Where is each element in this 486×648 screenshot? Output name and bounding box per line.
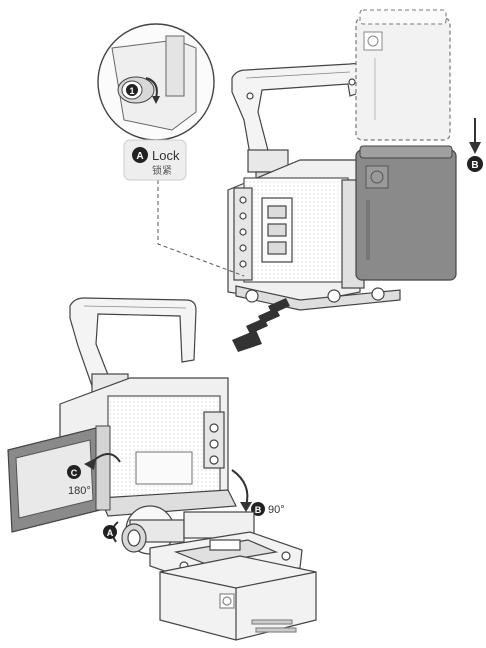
rotate-arrow-icon [231,469,252,512]
callout-a-bottom: A [103,525,117,539]
bottom-top-handle [69,297,197,387]
battery-ghost [355,9,451,141]
callout-b-bottom: B 90° [251,502,285,516]
down-arrow-icon [469,118,481,154]
lower-mount-assembly [111,505,255,555]
callout-b-bottom-letter: B [255,505,262,515]
callout-a-letter: A [136,151,143,162]
callout-b-top: B [467,156,483,172]
leader-line [157,180,245,277]
curved-arrow-icon [84,453,121,470]
callout-a-bottom-letter: A [107,528,114,538]
battery-installed [355,145,457,281]
bottom-battery [159,555,317,641]
callout-a-lock: A Lock 锁紧 [123,139,187,181]
callout-b-top-letter: B [471,160,478,171]
callout-c-angle: 180° [68,485,91,497]
callout-c: C 180° [67,465,91,497]
callout-c-letter: C [71,468,78,478]
zoom-step-number: 1 [129,86,134,96]
callout-a-label: Lock [152,148,180,163]
callout-b-bottom-angle: 90° [268,504,285,516]
motion-arrow-icon [232,298,290,352]
zoom-detail-lock: 1 [97,23,215,141]
flip-monitor [7,425,111,533]
callout-a-sublabel: 锁紧 [152,164,172,177]
